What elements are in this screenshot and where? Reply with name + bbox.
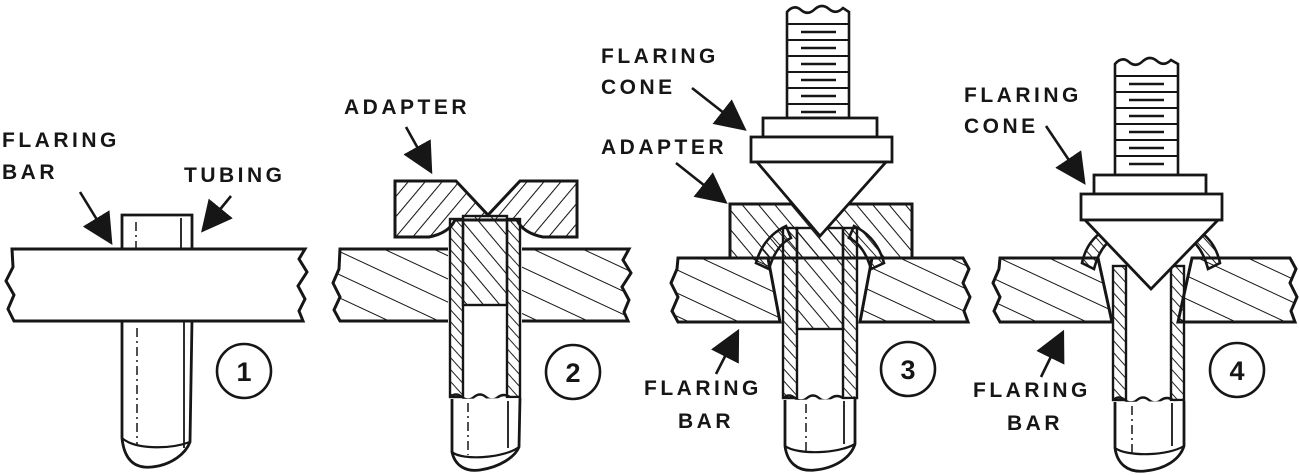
- adapter-label: ADAPTER: [344, 96, 470, 119]
- tubing-upper: [120, 213, 194, 252]
- flaring-cone-leader-arrow: [1044, 125, 1086, 185]
- step-badge-4: 4: [1208, 341, 1266, 399]
- tubing-leader-arrow: [201, 195, 233, 233]
- flaring-bar-label-line1: FLARING: [644, 377, 762, 400]
- step-number-4: 4: [1229, 356, 1244, 386]
- flaring-cone-label-line2: CONE: [601, 76, 676, 99]
- tubing-wall-right: [505, 217, 522, 399]
- flaring-bar-label-line2: BAR: [678, 410, 734, 433]
- threaded-stud: [1113, 56, 1180, 177]
- tube-flare-lip-right: [847, 224, 886, 271]
- panel-step-4: FLARING CONE FLARING BAR: [964, 56, 1299, 473]
- adapter-leader-arrow: [675, 161, 728, 204]
- flaring-cone-shape: [753, 160, 890, 239]
- flaring-cone-label-line2: CONE: [964, 115, 1039, 138]
- flaring-cone-label-line1: FLARING: [601, 45, 719, 68]
- flaring-bar-label-line2: BAR: [1007, 412, 1063, 435]
- flaring-bar-shape: [669, 256, 972, 324]
- threaded-stud: [785, 4, 851, 120]
- tubing-lower: [449, 393, 522, 472]
- flaring-bar-label-line1: FLARING: [973, 379, 1091, 402]
- panel-step-2: ADAPTER 2: [331, 96, 633, 472]
- flaring-cone-shape: [1081, 218, 1222, 292]
- flaring-bar-leader-arrow: [711, 328, 740, 375]
- step-number-1: 1: [236, 357, 251, 387]
- tubing-lower: [782, 394, 857, 472]
- tubing-label: TUBING: [184, 164, 286, 187]
- tubing-wall-left: [781, 226, 799, 400]
- tubing-wall-right: [841, 226, 859, 400]
- step-badge-1: 1: [215, 342, 273, 400]
- flaring-bar-leader-arrow: [1036, 329, 1065, 378]
- cone-flange: [749, 135, 894, 164]
- step-badge-2: 2: [544, 343, 602, 401]
- cone-collar: [1092, 173, 1208, 196]
- cone-flange: [1079, 192, 1224, 222]
- tubing-wall-right: [1169, 264, 1186, 402]
- flaring-bar-leader-arrow: [78, 191, 113, 245]
- adapter-leader-arrow: [403, 126, 433, 175]
- step-badge-3: 3: [879, 340, 937, 398]
- tubing-wall-left: [448, 217, 465, 399]
- flaring-bar-shape: [4, 247, 309, 323]
- tubing-wall-left: [1111, 264, 1128, 402]
- adapter-label: ADAPTER: [601, 136, 727, 159]
- step-number-3: 3: [900, 355, 915, 385]
- tubing-lower: [120, 319, 194, 469]
- flaring-bar-label-line1: FLARING: [2, 129, 120, 152]
- panel-step-1: FLARING BAR TUBING 1: [2, 129, 309, 469]
- flaring-cone-leader-arrow: [691, 86, 747, 131]
- flaring-cone-label-line1: FLARING: [964, 84, 1082, 107]
- flaring-bar-shape: [991, 256, 1299, 324]
- adapter-center-section: [795, 226, 845, 331]
- tube-flare-lip-left: [754, 224, 793, 271]
- step-number-2: 2: [565, 358, 580, 388]
- panel-step-3: FLARING CONE ADAPTER FLARING BAR: [601, 4, 972, 472]
- adapter-center-section: [461, 214, 509, 307]
- flaring-bar-label-line2: BAR: [2, 161, 58, 184]
- tubing-lower: [1112, 396, 1186, 473]
- cone-collar: [761, 116, 879, 139]
